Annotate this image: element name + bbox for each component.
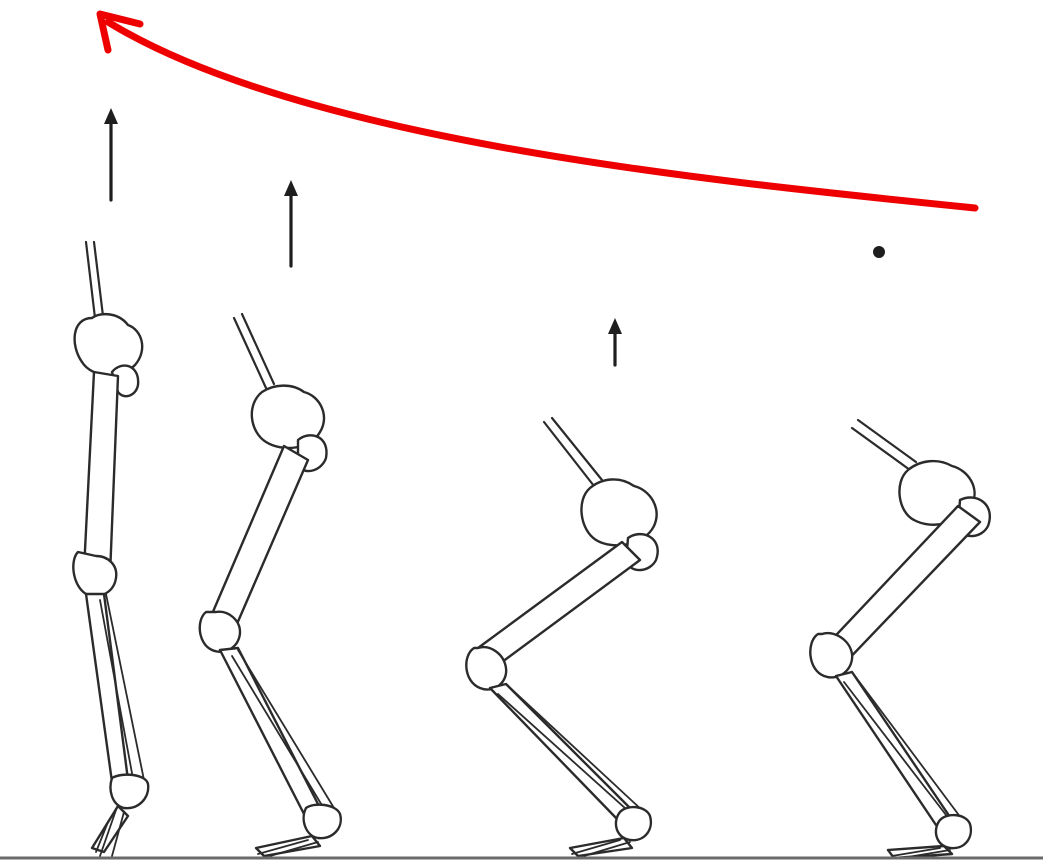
force-arrow-medium-up-icon (284, 180, 298, 266)
force-arrow-large-up-icon (104, 108, 118, 200)
trend-curved-arrow-icon (100, 14, 975, 208)
pose-deepest-flexion (810, 420, 990, 858)
pose-slight-flexion (200, 314, 341, 856)
zero-force-dot-icon (873, 246, 885, 258)
pose-extended (73, 242, 148, 856)
pose-deep-flexion (466, 418, 657, 856)
force-arrow-small-up-icon (608, 318, 622, 365)
